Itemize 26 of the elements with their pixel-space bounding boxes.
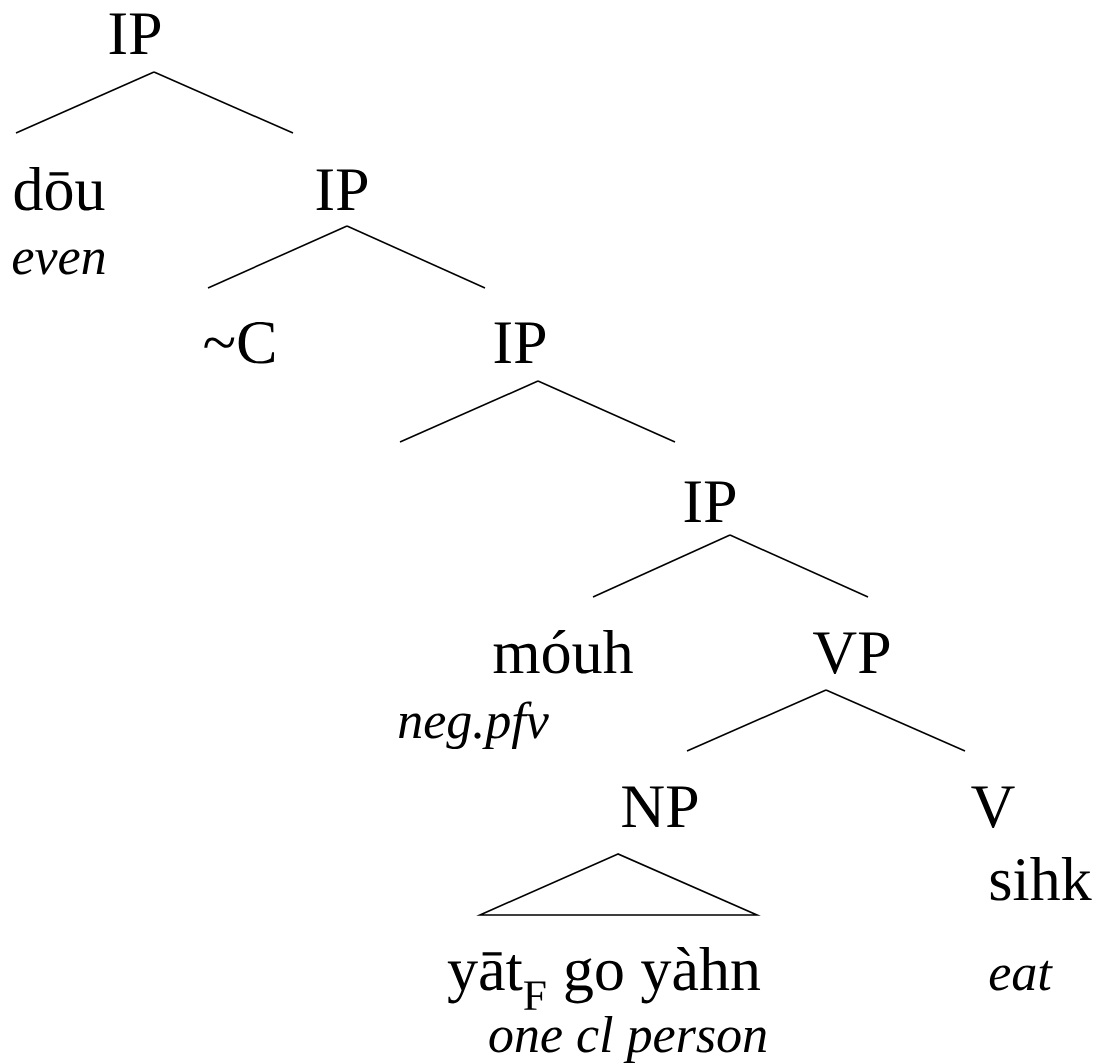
- node-label: IP: [109, 13, 161, 54]
- gloss-text: even: [13, 249, 105, 275]
- node-label: móuh: [493, 629, 633, 674]
- node-label: V: [971, 786, 1015, 828]
- node-label: yāt$_{F}$ go yàhn: [447, 946, 761, 1010]
- node-label: dōu: [14, 167, 105, 211]
- branch-line: [686, 689, 827, 752]
- gloss-text: eat: [989, 960, 1053, 991]
- node-label: IP: [494, 322, 546, 363]
- node-label: IP: [684, 481, 736, 522]
- branch-line: [15, 71, 155, 134]
- word-text: sihk: [990, 857, 1092, 901]
- branch-line: [399, 380, 539, 443]
- branch-line: [207, 225, 348, 289]
- branch-line: [825, 689, 966, 752]
- gloss-text: one cl person: [489, 1015, 766, 1064]
- branch-line: [592, 534, 731, 598]
- node-label: VP: [813, 632, 890, 674]
- gloss-text: neg.pfv: [399, 701, 549, 750]
- branch-line: [153, 71, 294, 134]
- node-label: NP: [622, 786, 698, 827]
- node-label: IP: [316, 169, 368, 210]
- node-label: ~C: [204, 321, 275, 364]
- branch-line: [346, 225, 486, 289]
- branch-line: [537, 380, 676, 443]
- branch-line: [729, 534, 869, 598]
